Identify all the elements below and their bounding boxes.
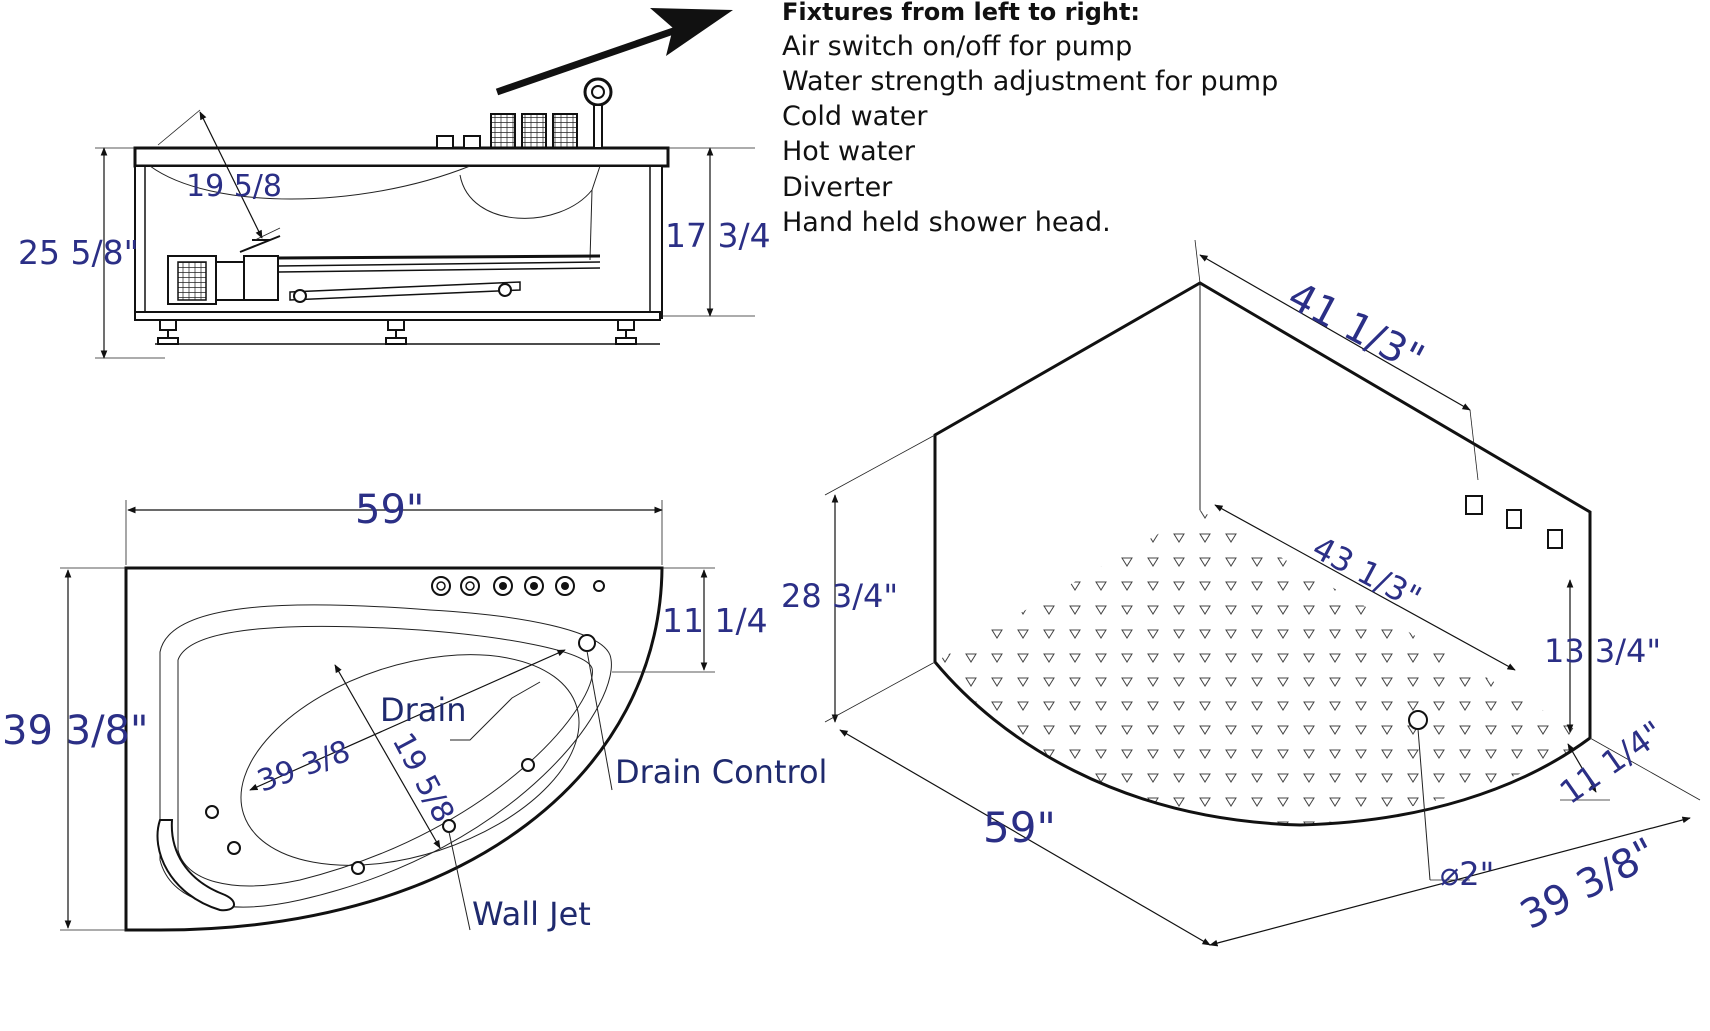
foot [157, 337, 179, 345]
handle-icon [552, 113, 578, 149]
label-drain: Drain [380, 691, 467, 729]
dim-top-width: 59" [355, 487, 424, 533]
jet-icon [521, 758, 535, 772]
dim-iso-fixture-height: 13 3/4" [1544, 632, 1661, 670]
tub-floor [935, 510, 1590, 825]
fixture-item: Water strength adjustment for pump [782, 66, 1278, 97]
side-deck [133, 146, 670, 168]
fixtures-pointer-arrow [495, 8, 733, 96]
foot [617, 319, 635, 331]
fixture-item: Diverter [782, 172, 893, 203]
valve-icon [436, 135, 454, 149]
fixture-item: Hot water [782, 136, 916, 167]
fixture-item: Cold water [782, 101, 928, 132]
iso-view: 41 1/3" 43 1/3" 28 3/4" 13 3/4" 11 1/4" … [781, 239, 1701, 947]
foot [385, 337, 407, 345]
dim-side-height: 25 5/8" [18, 233, 139, 272]
drain-icon [1408, 710, 1428, 730]
handle-icon [521, 113, 547, 149]
foot [387, 319, 405, 331]
jet-icon [205, 805, 219, 819]
wall-jet-icon [442, 819, 456, 833]
dim-side-depth: 19 5/8 [186, 169, 282, 204]
fixture-item: Hand held shower head. [782, 207, 1111, 238]
foot [615, 337, 637, 345]
fixtures-title: Fixtures from left to right: [782, 0, 1140, 26]
top-view: 59" 39 3/8" 11 1/4 39 3/8 19 5/8 Drain D… [2, 487, 827, 933]
dim-side-inner-height: 17 3/4 [665, 216, 771, 255]
dim-iso-back-width: 41 1/3" [1280, 273, 1431, 382]
fixture-icon [1547, 529, 1563, 549]
dim-iso-drain: ⌀2" [1440, 855, 1494, 893]
valve-icon [463, 135, 481, 149]
dim-iso-height: 28 3/4" [781, 577, 898, 615]
label-drain-control: Drain Control [615, 753, 827, 791]
dim-top-deck: 11 1/4 [662, 601, 768, 640]
drain-control-icon [578, 634, 596, 652]
dim-iso-depth: 39 3/8" [1513, 829, 1664, 938]
headrest [156, 819, 235, 912]
jet-icon [227, 841, 241, 855]
jet-icon [351, 861, 365, 875]
dim-top-depth: 39 3/8" [2, 708, 148, 754]
fixture-item: Air switch on/off for pump [782, 31, 1132, 62]
dim-iso-width: 59" [983, 803, 1056, 852]
fixture-icon [1506, 509, 1522, 529]
handle-icon [490, 113, 516, 149]
fixture-icon [1465, 495, 1483, 515]
label-wall-jet: Wall Jet [472, 895, 591, 933]
side-view: 25 5/8" 19 5/8 17 3/4 [18, 77, 771, 359]
fixtures-list: Fixtures from left to right: Air switch … [782, 0, 1278, 238]
foot [159, 319, 177, 331]
control-knob-icon [593, 580, 605, 592]
